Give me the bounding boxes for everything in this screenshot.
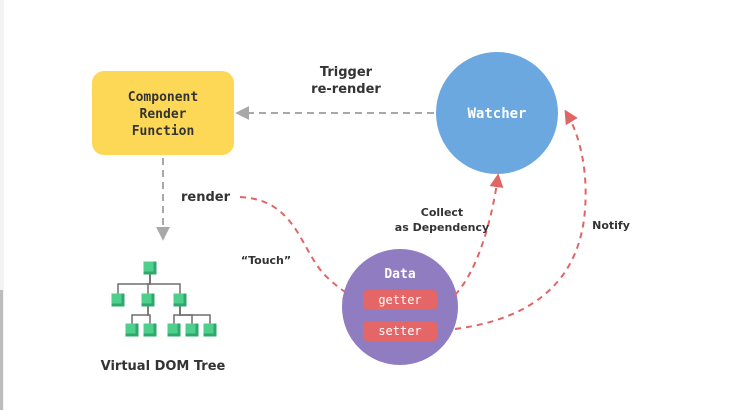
render-label: render bbox=[181, 190, 231, 205]
trigger-label-line-2: re-render bbox=[311, 82, 381, 97]
watcher-circle bbox=[436, 52, 558, 174]
component-label-line-2: Render bbox=[140, 107, 187, 122]
setter-pill bbox=[363, 321, 437, 341]
component-label-line-1: Component bbox=[128, 90, 198, 105]
touch-label: “Touch” bbox=[241, 254, 291, 267]
collect-label-line-1: Collect bbox=[421, 206, 463, 219]
vdom-root-node bbox=[143, 261, 157, 275]
vdom-node bbox=[143, 323, 157, 337]
collect-dependency-arrow bbox=[454, 173, 504, 296]
watcher-node: Watcher bbox=[436, 52, 558, 174]
touch-arrow bbox=[239, 196, 358, 300]
data-title: Data bbox=[384, 267, 415, 282]
notify-label: Notify bbox=[592, 219, 630, 232]
setter-label: setter bbox=[378, 324, 421, 338]
virtual-dom-tree bbox=[111, 261, 217, 337]
component-box bbox=[92, 71, 234, 155]
left-edge-strip bbox=[0, 0, 4, 410]
collect-label-line-2: as Dependency bbox=[395, 221, 489, 234]
left-edge-bar bbox=[0, 290, 3, 410]
component-render-function-node: Component Render Function bbox=[92, 71, 234, 155]
vdom-node bbox=[125, 323, 139, 337]
watcher-label: Watcher bbox=[467, 106, 526, 122]
vdom-node bbox=[185, 323, 199, 337]
getter-label: getter bbox=[378, 293, 421, 307]
vdom-node bbox=[111, 293, 125, 307]
vdom-node bbox=[141, 293, 155, 307]
data-node: Data getter setter bbox=[342, 249, 458, 365]
vdom-edge bbox=[147, 300, 151, 330]
vdom-edge bbox=[179, 300, 211, 330]
getter-pill bbox=[363, 290, 437, 310]
notify-arrow bbox=[454, 109, 587, 330]
trigger-label-line-1: Trigger bbox=[320, 65, 373, 80]
vdom-node bbox=[173, 293, 187, 307]
vdom-label: Virtual DOM Tree bbox=[101, 359, 226, 374]
vdom-edge bbox=[149, 268, 181, 300]
vdom-node bbox=[203, 323, 217, 337]
component-label-line-3: Function bbox=[132, 124, 195, 139]
vdom-node bbox=[167, 323, 181, 337]
